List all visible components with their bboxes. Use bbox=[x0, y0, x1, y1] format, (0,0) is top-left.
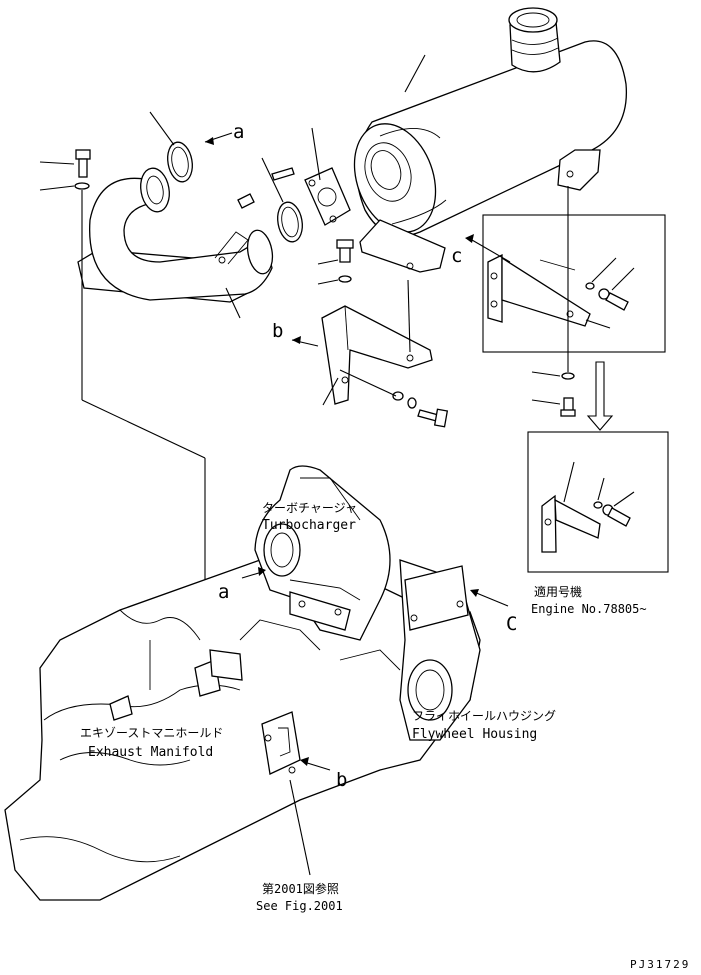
see-fig-jp: 第2001図参照 bbox=[262, 881, 339, 896]
ref-letter-b-engine: b bbox=[336, 769, 347, 791]
flywheel-housing-en: Flywheel Housing bbox=[412, 727, 537, 742]
exhaust-manifold-en: Exhaust Manifold bbox=[88, 745, 213, 760]
muffler bbox=[353, 7, 628, 273]
bracket-b: b bbox=[272, 279, 449, 428]
applicable-en: Engine No.78805~ bbox=[531, 602, 647, 616]
ref-letter-a-engine: a bbox=[218, 581, 229, 603]
turbocharger-en: Turbocharger bbox=[262, 518, 356, 533]
drawing-code: PJ31729 bbox=[630, 958, 690, 971]
applicable-jp: 適用号機 bbox=[534, 584, 582, 599]
flywheel-housing-jp: フライホイールハウジング bbox=[412, 709, 556, 723]
engine-block: a ターボチャージャ Turbocharger C フライホイールハウジング F… bbox=[4, 465, 556, 913]
ref-letter-c-top: c bbox=[451, 245, 462, 267]
ref-letter-c-engine: C bbox=[506, 613, 517, 635]
ref-letter-a-top: a bbox=[233, 121, 244, 143]
see-fig-en: See Fig.2001 bbox=[256, 899, 343, 913]
exhaust-manifold-jp: エキゾーストマニホールド bbox=[80, 726, 223, 740]
turbocharger-jp: ターボチャージャ bbox=[262, 501, 357, 515]
ref-letter-b-top: b bbox=[272, 320, 283, 342]
elbow-pipe: a bbox=[39, 111, 354, 319]
detail-box-engine-no: 適用号機 Engine No.78805~ bbox=[527, 431, 669, 616]
detail-box-c: c bbox=[451, 186, 666, 431]
